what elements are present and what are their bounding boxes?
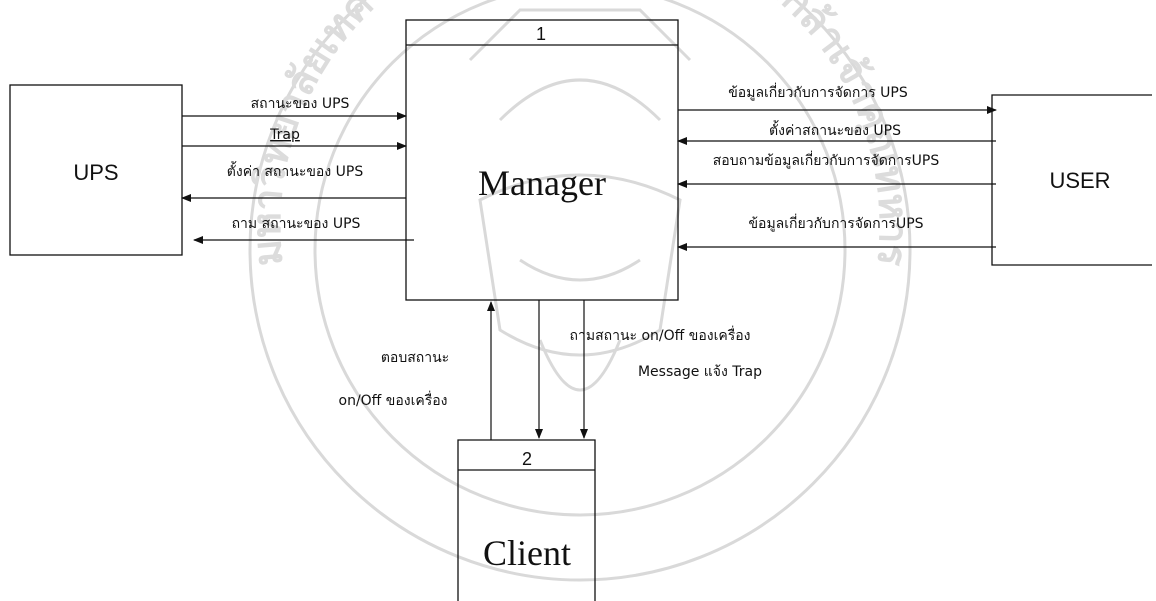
flow-trap: Trap — [182, 127, 407, 150]
process-client: 2 Client — [457, 439, 596, 601]
flow-label: สอบถามข้อมูลเกี่ยวกับการจัดการUPS — [713, 151, 940, 169]
flow-message-trap: Message แจ้ง Trap — [580, 300, 762, 439]
flow-ask-onoff: ถามสถานะ on/Off ของเครื่อง — [535, 300, 751, 439]
process-manager-number: 1 — [536, 24, 546, 44]
entity-user: USER — [991, 94, 1152, 266]
flow-label: ตอบสถานะ — [381, 350, 449, 366]
process-client-name: Client — [483, 533, 571, 573]
process-manager: 1 Manager — [405, 19, 679, 301]
flow-query-mgmt-info: สอบถามข้อมูลเกี่ยวกับการจัดการUPS — [677, 151, 996, 188]
flow-mgmt-info: ข้อมูลเกี่ยวกับการจัดการUPS — [677, 214, 996, 251]
flow-ups-mgmt-info: ข้อมูลเกี่ยวกับการจัดการ UPS — [678, 83, 997, 114]
process-client-number: 2 — [522, 449, 532, 469]
flow-label: ถามสถานะ on/Off ของเครื่อง — [570, 326, 751, 344]
flow-set-ups-status: ตั้งค่า สถานะของ UPS — [181, 161, 406, 202]
flow-reply-onoff: ตอบสถานะ on/Off ของเครื่อง — [339, 301, 495, 440]
entity-ups: UPS — [9, 84, 183, 256]
process-manager-name: Manager — [478, 163, 606, 203]
entity-user-label: USER — [1049, 168, 1110, 193]
flow-label: Trap — [269, 127, 300, 143]
flow-label: Message แจ้ง Trap — [638, 364, 762, 380]
flow-label: ข้อมูลเกี่ยวกับการจัดการ UPS — [728, 83, 908, 101]
flow-ask-ups-status: ถาม สถานะของ UPS — [193, 216, 414, 244]
entity-ups-label: UPS — [73, 160, 118, 185]
flow-label: on/Off ของเครื่อง — [339, 391, 448, 409]
flow-label: สถานะของ UPS — [251, 96, 350, 112]
flow-label: ข้อมูลเกี่ยวกับการจัดการUPS — [748, 214, 923, 232]
flow-label: ตั้งค่า สถานะของ UPS — [227, 161, 364, 180]
flow-label: ตั้งค่าสถานะของ UPS — [769, 120, 901, 139]
flow-user-set-status: ตั้งค่าสถานะของ UPS — [677, 120, 996, 145]
flow-label: ถาม สถานะของ UPS — [232, 216, 361, 232]
flow-ups-status: สถานะของ UPS — [182, 96, 407, 120]
